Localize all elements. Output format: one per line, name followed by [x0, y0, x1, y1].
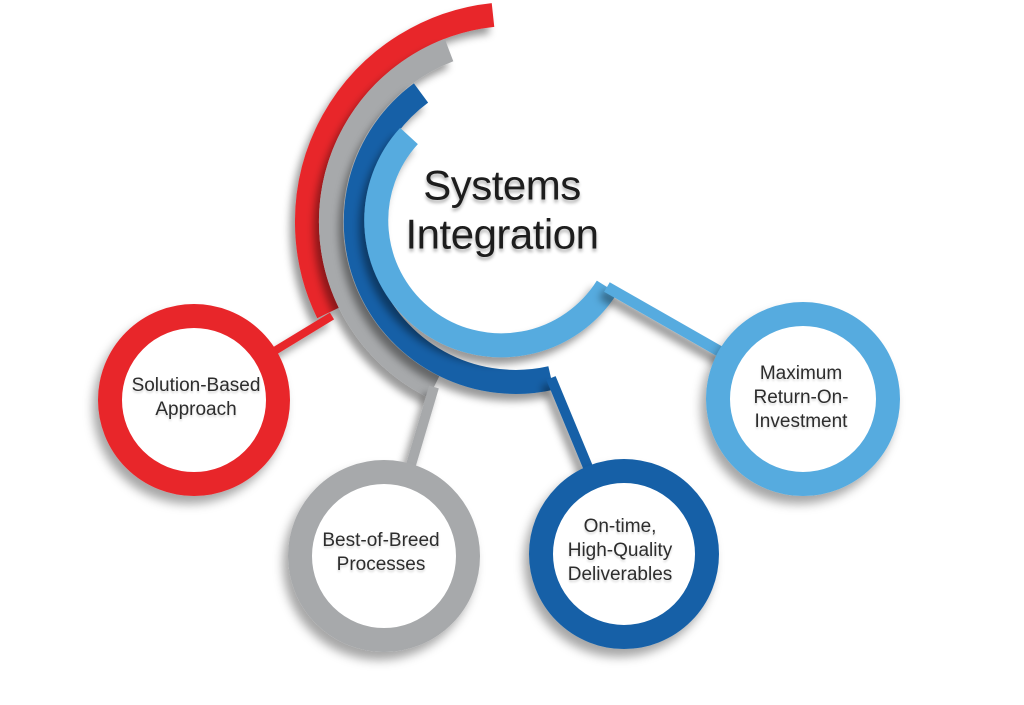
ring-maximum-roi	[706, 302, 900, 496]
node-label-on-time-high-quality-deliverables: On-time, High-Quality Deliverables	[567, 516, 673, 585]
arc-maximum-roi	[364, 127, 618, 358]
ring-best-of-breed	[288, 460, 480, 652]
arc-on-time-deliverables	[343, 83, 554, 394]
arc-best-of-breed	[318, 38, 454, 398]
node-ring-group	[98, 302, 900, 652]
node-label-maximum-return-on-investment: Maximum Return-On- Investment	[753, 363, 849, 432]
diagram-title: Systems Integration	[405, 161, 599, 257]
arc-solution-based	[294, 3, 495, 319]
node-label-best-of-breed-processes: Best-of-Breed Processes	[322, 530, 440, 575]
center-arc-group	[294, 3, 618, 398]
ring-on-time-deliverables	[529, 459, 719, 649]
node-label-solution-based-approach: Solution-Based Approach	[131, 375, 261, 420]
ring-solution-based	[98, 304, 290, 496]
